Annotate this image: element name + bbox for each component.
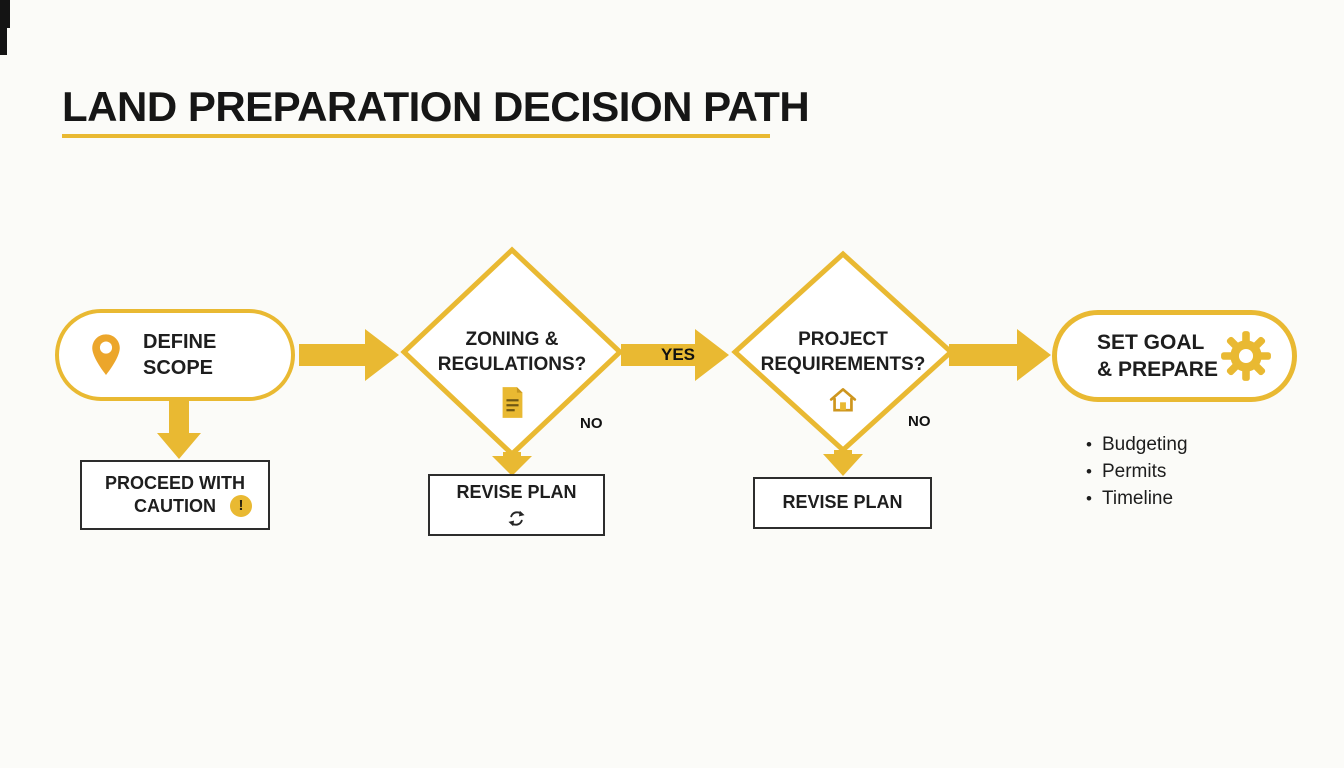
no-branch-label-project: NO	[908, 413, 931, 430]
list-item: • Timeline	[1086, 485, 1188, 512]
bullet-point: •	[1086, 462, 1092, 481]
arrow-define-to-zoning	[299, 329, 399, 381]
document-icon	[502, 387, 522, 419]
checklist-item-timeline: Timeline	[1101, 488, 1174, 509]
list-item: • Permits	[1086, 458, 1188, 485]
decision-project-diamond	[731, 250, 955, 454]
proceed-caution-label: PROCEED WITH CAUTION	[104, 472, 245, 516]
warning-icon: !	[230, 495, 252, 517]
page-title: LAND PREPARATION DECISION PATH	[62, 83, 810, 130]
page-edge-mark-bottom	[0, 28, 7, 55]
decision-zoning-diamond	[400, 246, 624, 458]
page-edge-mark-top	[0, 0, 10, 28]
checklist-item-budgeting: Budgeting	[1101, 434, 1188, 455]
node-revise-plan-project: REVISE PLAN	[753, 477, 932, 529]
prepare-checklist: • Budgeting • Permits • Timeline	[1086, 431, 1188, 512]
refresh-icon	[508, 510, 525, 526]
set-goal-label: SET GOAL & PREPARE	[1097, 330, 1218, 381]
node-set-goal: SET GOAL & PREPARE	[1052, 310, 1297, 402]
list-item: • Budgeting	[1086, 431, 1188, 458]
title-underline	[62, 134, 770, 138]
yes-branch-label: YES	[661, 345, 696, 364]
bullet-point: •	[1086, 489, 1092, 508]
bullet-point: •	[1086, 435, 1092, 454]
checklist-item-permits: Permits	[1101, 461, 1167, 482]
decision-project-content: PROJECT REQUIREMENTS?	[741, 328, 945, 413]
node-revise-plan-zoning: REVISE PLAN	[428, 474, 605, 536]
decision-zoning-content: ZONING & REGULATIONS?	[410, 328, 614, 419]
no-branch-label-zoning: NO	[580, 415, 603, 432]
zoning-label: ZONING & REGULATIONS?	[437, 329, 587, 375]
arrow-down-define-to-caution	[157, 399, 201, 459]
gear-icon	[1221, 331, 1271, 381]
house-icon	[829, 388, 857, 412]
location-pin-icon	[92, 334, 120, 375]
revise-plan-label-1: REVISE PLAN	[456, 482, 577, 503]
node-define-scope: DEFINE SCOPE	[55, 309, 295, 401]
revise-plan-label-2: REVISE PLAN	[782, 492, 903, 513]
define-scope-label: DEFINE SCOPE	[143, 331, 217, 379]
node-proceed-with-caution: PROCEED WITH CAUTION !	[80, 460, 270, 530]
arrow-project-to-goal	[949, 329, 1051, 381]
project-requirements-label: PROJECT REQUIREMENTS?	[760, 329, 926, 375]
